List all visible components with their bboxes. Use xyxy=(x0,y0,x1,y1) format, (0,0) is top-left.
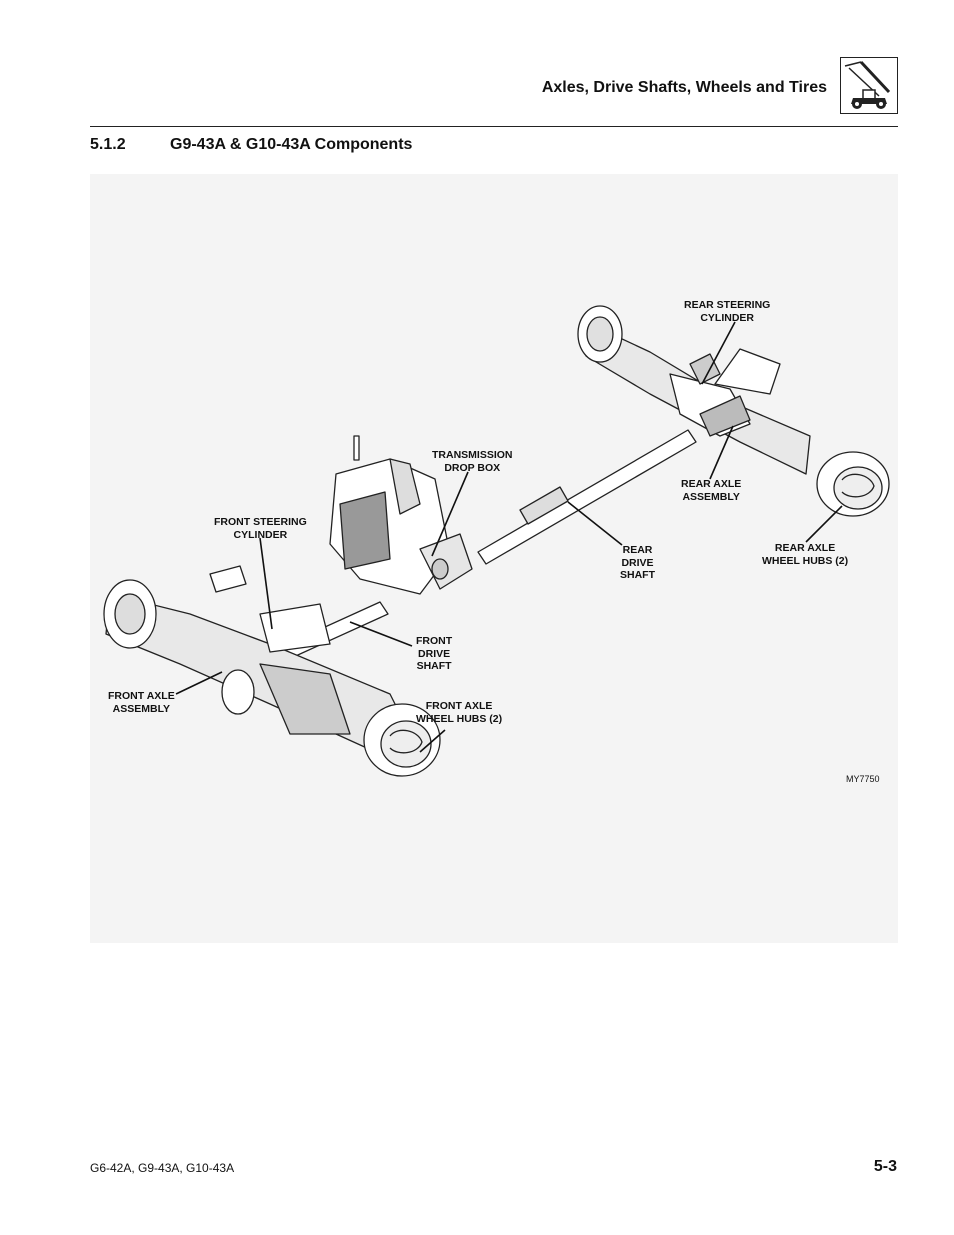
rear-drive-shaft xyxy=(477,429,697,565)
drivetrain-illustration xyxy=(103,305,890,777)
footer-models: G6-42A, G9-43A, G10-43A xyxy=(90,1161,235,1175)
leader-rear-axle-wheel-hubs xyxy=(805,505,843,543)
callout-front-steering-cylinder: FRONT STEERING CYLINDER xyxy=(214,516,307,541)
leader-front-axle-assembly xyxy=(175,671,223,695)
leader-front-drive-shaft xyxy=(349,621,413,647)
callout-rear-axle-wheel-hubs: REAR AXLE WHEEL HUBS (2) xyxy=(762,542,849,567)
leader-rear-steering-cylinder xyxy=(701,321,736,385)
section-title: G9-43A & G10-43A Components xyxy=(170,136,413,153)
leader-rear-axle-assembly xyxy=(709,425,734,480)
rear-axle-assembly xyxy=(577,305,811,475)
callout-front-axle-wheel-hubs: FRONT AXLE WHEEL HUBS (2) xyxy=(416,700,503,725)
figure-id: MY7750 xyxy=(846,774,880,784)
leader-rear-drive-shaft xyxy=(567,501,623,546)
header-divider xyxy=(90,126,898,127)
chapter-title: Axles, Drive Shafts, Wheels and Tires xyxy=(541,79,827,96)
callout-rear-steering-cylinder: REAR STEERING CYLINDER xyxy=(684,299,771,324)
leader-front-steering-cylinder xyxy=(259,537,273,630)
section-number: 5.1.2 xyxy=(90,136,126,153)
page-number: 5-3 xyxy=(873,1158,897,1175)
callout-rear-axle-assembly: REAR AXLE ASSEMBLY xyxy=(681,478,742,503)
callout-rear-drive-shaft: REAR DRIVE SHAFT xyxy=(620,544,655,581)
leader-transmission-drop-box xyxy=(431,471,469,557)
rear-axle-wheel-hub xyxy=(816,451,890,517)
front-axle-assembly xyxy=(103,565,411,755)
callout-transmission-drop-box: TRANSMISSION DROP BOX xyxy=(432,449,513,474)
transmission-drop-box xyxy=(329,435,473,595)
components-figure: REAR STEERING CYLINDER TRANSMISSION DROP… xyxy=(90,174,898,943)
telehandler-icon xyxy=(840,57,898,114)
leader-front-axle-wheel-hubs xyxy=(419,729,446,753)
callout-front-axle-assembly: FRONT AXLE ASSEMBLY xyxy=(108,690,175,715)
callout-front-drive-shaft: FRONT DRIVE SHAFT xyxy=(416,635,453,672)
front-axle-wheel-hub xyxy=(363,703,441,777)
section-heading: 5.1.2 G9-43A & G10-43A Components xyxy=(90,136,412,154)
